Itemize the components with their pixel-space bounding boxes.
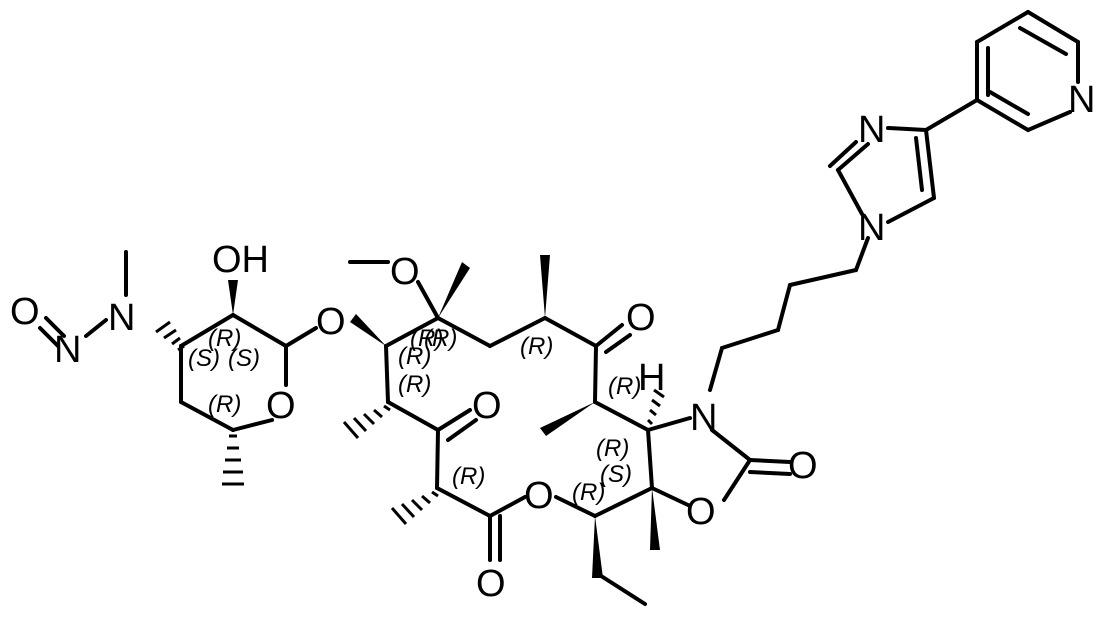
atom-label: O: [316, 301, 346, 343]
stereo-label: (S): [228, 345, 260, 372]
stereo-label: (R): [452, 463, 485, 490]
atom-label: N: [108, 297, 135, 339]
stereo-label: (R): [398, 343, 431, 370]
stereo-label: (S): [600, 461, 632, 488]
atom-label: OH: [212, 239, 269, 281]
atom-label: O: [686, 491, 716, 533]
atom-label: O: [524, 475, 554, 517]
stereo-label: (S): [188, 345, 220, 372]
stereo-label: (R): [208, 325, 241, 352]
atom-label: N: [54, 329, 81, 371]
stereo-label: (R): [596, 435, 629, 462]
bond-lines: [38, 10, 1080, 606]
atom-label: O: [626, 297, 656, 339]
atom-label: N: [858, 207, 885, 249]
stereo-label: (R): [572, 479, 605, 506]
atom-labels: N N N OH O O N N O O O O N H O O O O: [10, 79, 1095, 605]
atom-label: N: [858, 109, 885, 151]
stereo-labels: (R) (S) (S) (R) (R) (R) (R) (R) (R) (R) …: [188, 325, 641, 506]
atom-label: O: [472, 385, 502, 427]
atom-label: N: [690, 397, 717, 439]
stereo-label: (R): [608, 373, 641, 400]
stereo-label: (R): [424, 325, 457, 352]
stereo-label: (R): [520, 333, 553, 360]
atom-label: O: [266, 385, 296, 427]
atom-label: O: [10, 291, 40, 333]
atom-label: O: [476, 563, 506, 605]
atom-label: O: [390, 251, 420, 293]
stereo-label: (R): [208, 391, 241, 418]
stereo-label: (R): [398, 371, 431, 398]
stereo-bonds: [155, 255, 665, 578]
atom-label: O: [788, 445, 818, 487]
atom-label: H: [638, 357, 665, 399]
stereo-label: (R): [410, 325, 443, 352]
atom-label: N: [1068, 79, 1095, 121]
